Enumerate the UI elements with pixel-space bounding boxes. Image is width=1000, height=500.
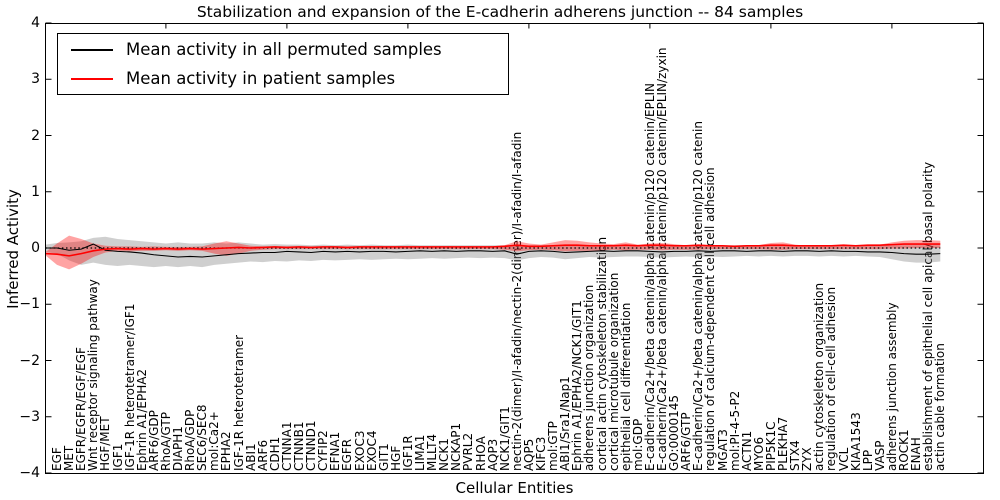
x-category-label: HGF <box>388 445 403 471</box>
legend-label-permuted: Mean activity in all permuted samples <box>126 40 442 59</box>
x-category-label: IGF1 <box>110 443 125 471</box>
x-category-label: cortical actin cytoskeleton stabilizatio… <box>594 236 609 471</box>
patient-mean-line <box>45 243 941 257</box>
x-category-label: VASP <box>872 440 887 471</box>
x-category-label: HGF/MET <box>98 416 113 471</box>
legend-entry-permuted: Mean activity in all permuted samples <box>58 36 508 63</box>
x-category-label: EPHA2 <box>219 431 234 471</box>
x-category-label: mol:GDP <box>630 418 645 471</box>
chart-title: Stabilization and expansion of the E-cad… <box>196 3 804 21</box>
x-category-label: ABI1 <box>243 443 258 471</box>
x-category-label: actin cable formation <box>933 343 948 471</box>
y-tick-label: 4 <box>31 15 40 31</box>
x-category-label: AQP3 <box>485 438 500 471</box>
x-category-label: GIT1 <box>376 443 391 471</box>
x-category-label: IGF-1R heterotetramer/IGF1 <box>122 303 137 471</box>
y-tick-label: 2 <box>31 127 40 144</box>
x-category-label: IGF-1R heterotetramer <box>231 334 246 471</box>
y-tick-label: −4 <box>19 465 40 481</box>
x-category-label: Ephrin A1/EPHA2 <box>134 368 149 471</box>
x-category-label: ARF6 <box>255 439 270 471</box>
x-category-label: MYO6 <box>751 436 766 471</box>
y-tick-label: 0 <box>31 240 40 256</box>
x-category-label: RHOA <box>473 436 488 471</box>
permuted-line-swatch <box>71 48 113 51</box>
x-category-label: EXOC4 <box>364 430 379 472</box>
y-tick-label: −1 <box>19 296 40 313</box>
x-category-label: mol:PI-4-5-P2 <box>727 390 742 471</box>
y-tick-label: −2 <box>19 352 40 369</box>
x-category-label: LPP <box>860 449 875 471</box>
x-axis-label: Cellular Entities <box>455 479 574 497</box>
x-category-label: regulation of calcium-dependent cell-cel… <box>703 167 718 471</box>
x-category-label: regulation of cell-cell adhesion <box>824 286 839 471</box>
permuted-mean-line <box>45 243 941 258</box>
x-category-label: epithelial cell differentiation <box>618 302 633 471</box>
x-category-label: cortical microtubule organization <box>606 272 621 471</box>
y-tick-label: −3 <box>19 408 40 425</box>
y-tick-label: 1 <box>31 183 40 200</box>
x-category-label: ACTN1 <box>739 430 754 471</box>
x-category-label: ARF6/GDP <box>146 410 161 471</box>
legend-entry-patient: Mean activity in patient samples <box>58 65 508 92</box>
x-category-label: NCK1/GIT1 <box>497 406 512 471</box>
x-category-label: nectin-2(dimer)/I-afadin/nectin-2(dimer)… <box>509 131 524 471</box>
x-category-label: KIAA1543 <box>848 412 863 471</box>
x-category-label: EGFR <box>340 438 355 471</box>
x-category-label: EXOC3 <box>352 430 367 472</box>
permuted-band <box>45 236 941 268</box>
patient-line-swatch <box>71 77 113 80</box>
legend: Mean activity in all permuted samples Me… <box>57 33 509 95</box>
x-category-label: VCL <box>836 447 851 471</box>
x-category-label: CDH1 <box>267 436 282 471</box>
y-tick-label: 3 <box>31 71 40 88</box>
x-category-label: MGAT3 <box>715 429 730 471</box>
x-category-label: PVRL2 <box>461 432 476 471</box>
legend-label-patient: Mean activity in patient samples <box>126 69 396 88</box>
patient-band <box>45 235 941 270</box>
x-category-label: adherens junction organization <box>582 284 597 471</box>
